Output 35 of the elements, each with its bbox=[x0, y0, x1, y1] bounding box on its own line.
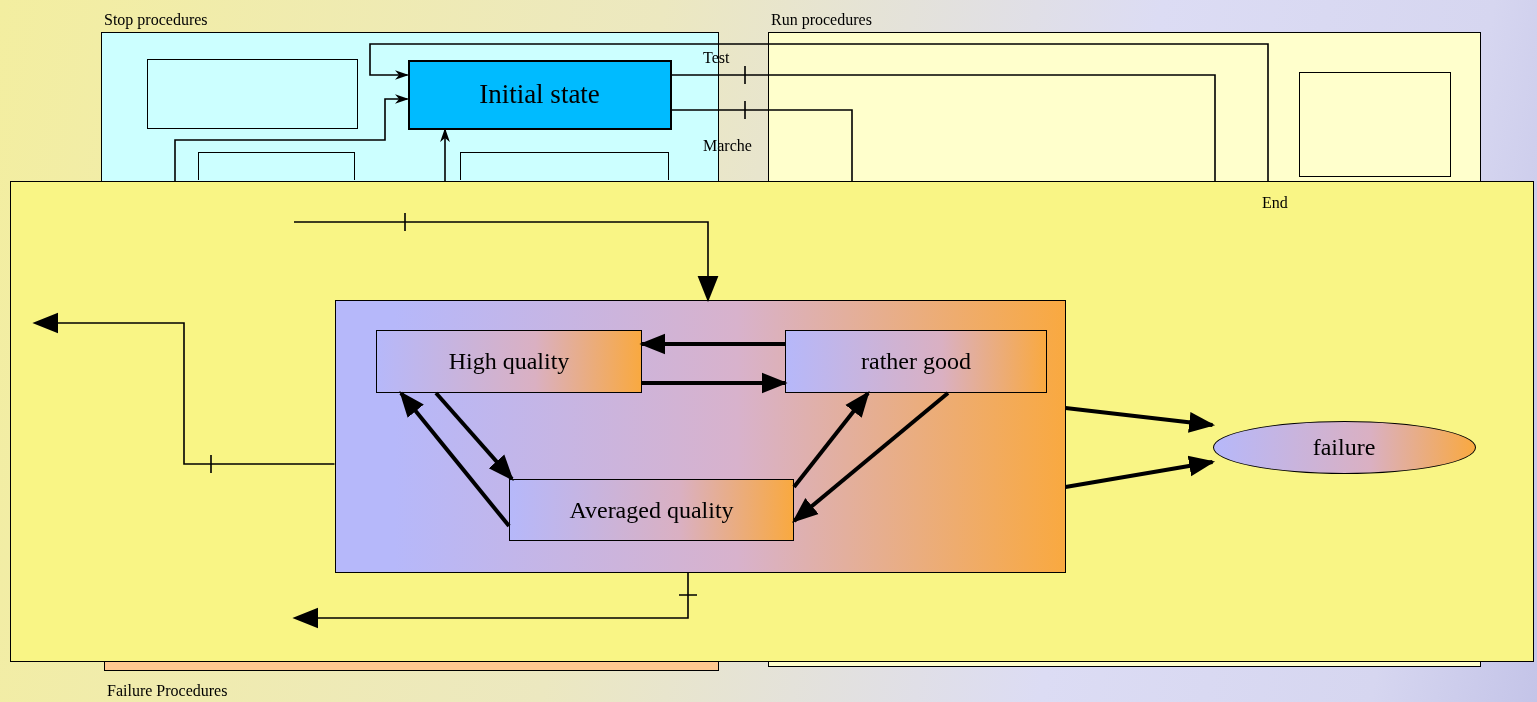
panel-heading: Run procedures bbox=[771, 11, 872, 29]
state-label: High quality bbox=[447, 347, 571, 376]
empty-box bbox=[459, 151, 669, 180]
arrow bbox=[292, 571, 698, 629]
state-box bbox=[407, 59, 672, 130]
arrow bbox=[1065, 455, 1216, 489]
arrow bbox=[642, 372, 788, 394]
arrow bbox=[399, 391, 511, 528]
arrow bbox=[639, 333, 785, 355]
arrow bbox=[792, 390, 870, 489]
arrow bbox=[293, 212, 719, 303]
state-label: rather good bbox=[860, 347, 972, 376]
state-label: Initial state bbox=[478, 78, 601, 111]
empty-box bbox=[146, 58, 358, 129]
arrow bbox=[174, 94, 409, 182]
empty-box bbox=[197, 151, 355, 180]
arrow bbox=[434, 391, 514, 481]
panel-heading: Stop procedures bbox=[104, 11, 208, 29]
arrow bbox=[670, 65, 1216, 182]
empty-box bbox=[10, 181, 1534, 662]
arrow bbox=[440, 128, 450, 182]
arrow bbox=[670, 100, 853, 182]
state-box bbox=[785, 330, 1047, 393]
note-label: End bbox=[1262, 194, 1288, 212]
state-box bbox=[509, 479, 794, 541]
state-box bbox=[376, 330, 642, 393]
arrow bbox=[792, 391, 950, 523]
state-label: failure bbox=[1311, 432, 1377, 462]
state-label: Averaged quality bbox=[568, 495, 735, 525]
arrow bbox=[32, 312, 336, 474]
empty-box bbox=[334, 299, 1066, 573]
arrow bbox=[369, 43, 1269, 182]
arrow bbox=[1065, 406, 1216, 433]
empty-box bbox=[1298, 71, 1451, 177]
panel-heading: Failure Procedures bbox=[107, 682, 228, 700]
